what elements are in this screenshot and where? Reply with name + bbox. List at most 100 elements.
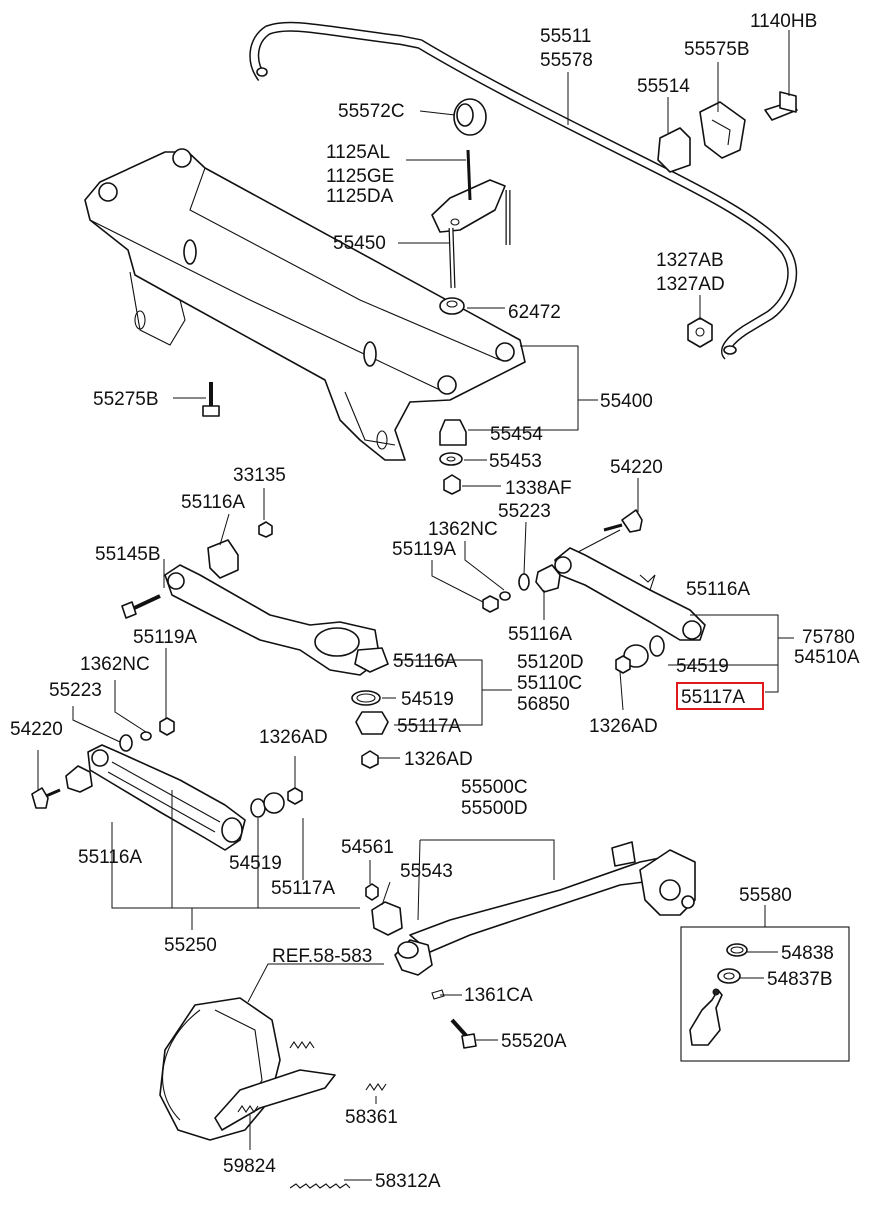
nut-55119a-part[interactable]	[159, 717, 175, 736]
label-54519-right: 54519	[676, 656, 729, 677]
bushing-55543-part[interactable]	[371, 901, 403, 936]
ring-54838-part[interactable]	[726, 943, 748, 957]
label-58312a: 58312A	[375, 1171, 441, 1192]
bracket-55450-part[interactable]	[431, 149, 511, 289]
washer-1362nc-right-part[interactable]	[499, 591, 511, 601]
nut-1326ad-part[interactable]	[361, 750, 379, 769]
label-55511: 55511	[540, 26, 591, 47]
highlight-box-55117a	[676, 682, 764, 710]
ring-54519-right-part[interactable]	[649, 635, 665, 657]
label-1327ab: 1327AB	[656, 250, 724, 271]
nut-33135-part[interactable]	[258, 521, 273, 538]
nut-1326ad-right-part[interactable]	[615, 655, 631, 674]
label-1140hb: 1140HB	[750, 11, 817, 32]
label-55119a-left: 55119A	[133, 627, 197, 648]
label-75780: 75780	[802, 627, 855, 648]
washer-55453-part[interactable]	[439, 452, 463, 466]
ball-joint-part[interactable]	[354, 647, 389, 673]
stabilizer-bar[interactable]	[249, 21, 798, 360]
label-55116a-right: 55116A	[508, 624, 572, 645]
bushing-55116a-part[interactable]	[207, 539, 239, 579]
spring-58312a-part[interactable]	[289, 1183, 351, 1189]
label-55223-left: 55223	[49, 680, 102, 701]
bolt-54220-lower-part[interactable]	[31, 787, 61, 809]
label-55250: 55250	[164, 935, 217, 956]
spring-upper-part[interactable]	[289, 1041, 315, 1049]
bracket-55575b-part[interactable]	[699, 101, 746, 159]
bushing-55514-part[interactable]	[657, 127, 691, 173]
label-55500c: 55500C	[461, 777, 528, 798]
label-33135: 33135	[233, 465, 286, 486]
label-54561: 54561	[341, 837, 394, 858]
bumper-55454-part[interactable]	[439, 419, 467, 446]
label-54510a: 54510A	[794, 647, 860, 668]
label-54519-centre: 54519	[401, 689, 454, 710]
label-55578: 55578	[540, 50, 593, 71]
label-1338af: 1338AF	[505, 478, 572, 499]
spring-58361-part[interactable]	[365, 1083, 387, 1091]
label-55119a-right: 55119A	[392, 539, 456, 560]
nut-1326ad-lower-part[interactable]	[287, 787, 303, 805]
nut-55119a-right-part[interactable]	[482, 595, 499, 613]
leader-lines	[37, 30, 794, 1181]
label-55117a-highlighted[interactable]: 55117A	[681, 687, 745, 708]
adjuster-59824-part[interactable]	[237, 1105, 259, 1113]
clip-1361ca-part[interactable]	[431, 989, 445, 1000]
bolt-1140hb-part[interactable]	[764, 91, 798, 121]
bushing-55572c-part[interactable]	[453, 98, 487, 136]
washer-55223-part[interactable]	[119, 734, 133, 752]
nut-62472-part[interactable]	[439, 297, 465, 315]
label-54838: 54838	[781, 943, 834, 964]
brake-backing-plate-part[interactable]	[159, 997, 336, 1141]
label-1326ad-lower: 1326AD	[259, 727, 328, 748]
label-1362nc-left: 1362NC	[80, 654, 150, 675]
bushing-55117a-lower-part[interactable]	[263, 792, 285, 814]
ring-54519-part[interactable]	[351, 690, 381, 706]
ring-54519-lower-part[interactable]	[250, 798, 266, 818]
washer-54837b-part[interactable]	[717, 968, 741, 984]
label-1125ge: 1125GE	[326, 166, 394, 187]
crossmember-55400-part[interactable]	[84, 148, 526, 461]
label-55575b: 55575B	[684, 39, 750, 60]
bushing-55117a-part[interactable]	[355, 711, 389, 735]
label-55116a-centre: 55116A	[393, 651, 457, 672]
label-ref-58-583[interactable]: REF.58-583	[272, 946, 372, 967]
label-55500d: 55500D	[461, 798, 528, 819]
label-1327ad: 1327AD	[656, 274, 725, 295]
bolt-55520a-part[interactable]	[450, 1018, 477, 1049]
label-55580: 55580	[739, 885, 792, 906]
nut-1327ab-part[interactable]	[687, 317, 713, 348]
nut-54561-part[interactable]	[365, 883, 379, 901]
lower-link-55250-part[interactable]	[87, 744, 246, 851]
trailing-arm-55500c-part[interactable]	[394, 841, 696, 976]
label-62472: 62472	[508, 302, 561, 323]
label-55572c: 55572C	[338, 101, 405, 122]
label-55454: 55454	[490, 424, 543, 445]
washer-1362nc-part[interactable]	[140, 731, 152, 741]
label-1125da: 1125DA	[326, 186, 394, 207]
bushing-55116a-right-part[interactable]	[535, 564, 561, 593]
label-55543: 55543	[400, 861, 453, 882]
label-55120d: 55120D	[517, 652, 584, 673]
bolt-55145b-part[interactable]	[121, 594, 161, 619]
label-54220-left: 54220	[10, 719, 63, 740]
bolt-54220-part[interactable]	[603, 509, 643, 533]
label-55116a-right-top: 55116A	[686, 579, 750, 600]
label-55117a-lower: 55117A	[271, 878, 335, 899]
arm-55120d-part[interactable]	[164, 564, 381, 676]
nut-1338af-part[interactable]	[443, 474, 461, 495]
label-59824: 59824	[223, 1156, 276, 1177]
label-55116a-upper: 55116A	[181, 492, 245, 513]
label-55223-right: 55223	[498, 501, 551, 522]
bolt-55275b-part[interactable]	[202, 382, 220, 417]
part-labels: 55511 55578 1140HB 55575B 55514 55572C 1…	[10, 11, 860, 1192]
bushing-55116a-lower-part[interactable]	[65, 765, 93, 793]
ball-stud-part[interactable]	[689, 988, 723, 1046]
label-55117a-centre: 55117A	[397, 716, 461, 737]
arm-54510a-part[interactable]	[554, 547, 706, 641]
label-55116a-lower: 55116A	[78, 847, 142, 868]
label-54837b: 54837B	[767, 969, 833, 990]
label-55520a: 55520A	[501, 1031, 567, 1052]
washer-55223-right-part[interactable]	[518, 573, 530, 591]
